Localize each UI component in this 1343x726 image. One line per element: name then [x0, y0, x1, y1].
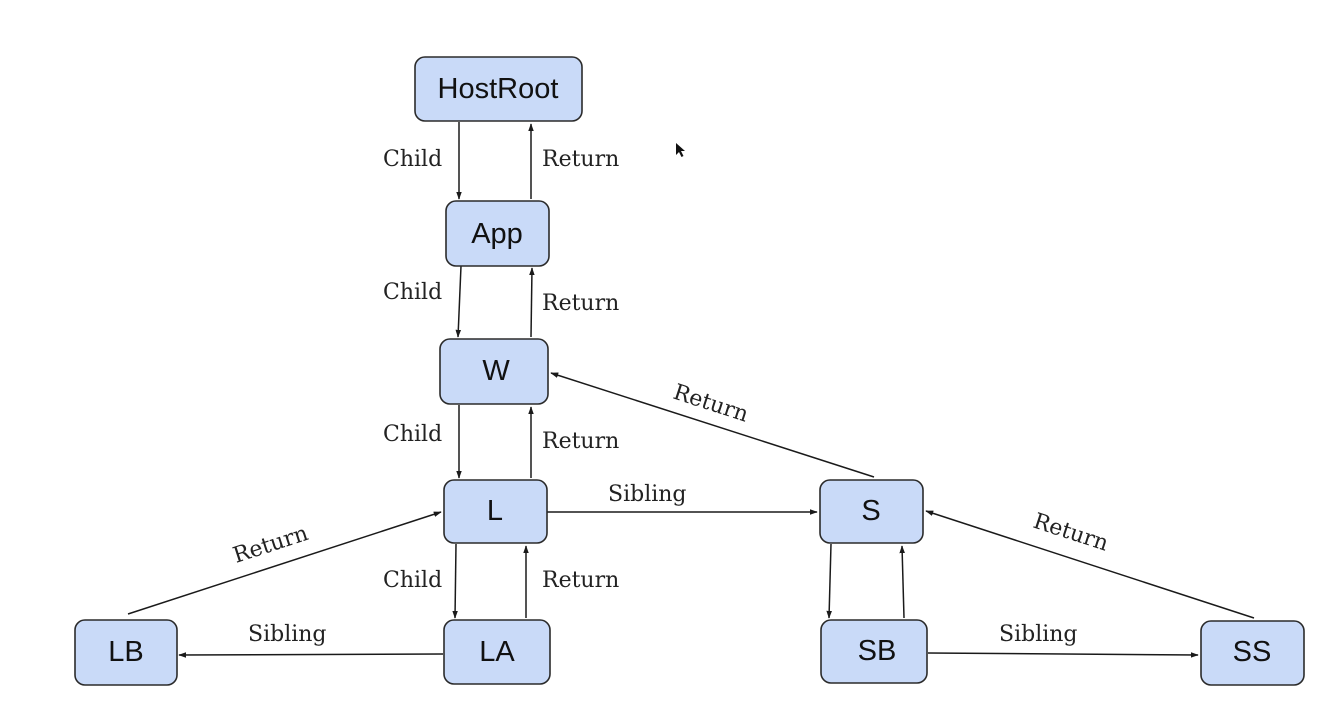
edge-lb-l-return — [127, 511, 442, 615]
node-la: LA — [443, 619, 551, 685]
label-la-l-return: Return — [542, 568, 619, 593]
label-w-app-return: Return — [542, 291, 619, 316]
edge-sb-ss-sibling — [927, 652, 1199, 658]
label-w-l-child: Child — [383, 422, 442, 447]
node-s-label: S — [861, 495, 880, 527]
node-sb: SB — [820, 619, 928, 684]
node-ss-label: SS — [1233, 636, 1272, 668]
label-s-w-return: Return — [670, 380, 751, 428]
label-l-s-sibling: Sibling — [608, 482, 687, 507]
node-lb: LB — [74, 619, 178, 686]
edge-w-app-return — [529, 267, 535, 338]
edge-app-w-child — [455, 265, 462, 338]
edge-s-sb — [826, 543, 832, 619]
label-sb-ss-sibling: Sibling — [999, 622, 1078, 647]
edge-la-lb-sibling — [178, 652, 444, 658]
mouse-pointer-icon — [676, 143, 685, 157]
node-app: App — [445, 200, 550, 267]
node-hostroot-label: HostRoot — [438, 73, 559, 105]
node-w-label: W — [482, 355, 510, 387]
edge-l-la-child — [452, 543, 458, 619]
label-lb-l-return: Return — [230, 521, 311, 569]
edge-sb-s — [899, 545, 905, 619]
label-app-w-child: Child — [383, 280, 442, 305]
node-app-label: App — [471, 218, 523, 250]
node-lb-label: LB — [108, 636, 143, 668]
label-la-lb-sibling: Sibling — [248, 622, 327, 647]
label-hostroot-app-child: Child — [383, 147, 442, 172]
node-ss: SS — [1200, 620, 1305, 686]
node-w: W — [439, 338, 549, 405]
node-la-label: LA — [479, 636, 515, 668]
node-l: L — [443, 479, 548, 544]
label-l-w-return: Return — [542, 429, 619, 454]
node-hostroot: HostRoot — [414, 56, 583, 122]
label-l-la-child: Child — [383, 568, 442, 593]
edge-ss-s-return — [925, 510, 1255, 619]
label-app-hostroot-return: Return — [542, 147, 619, 172]
node-s: S — [819, 479, 924, 544]
node-sb-label: SB — [858, 635, 897, 667]
node-l-label: L — [487, 495, 503, 527]
edge-s-w-return — [550, 372, 875, 478]
